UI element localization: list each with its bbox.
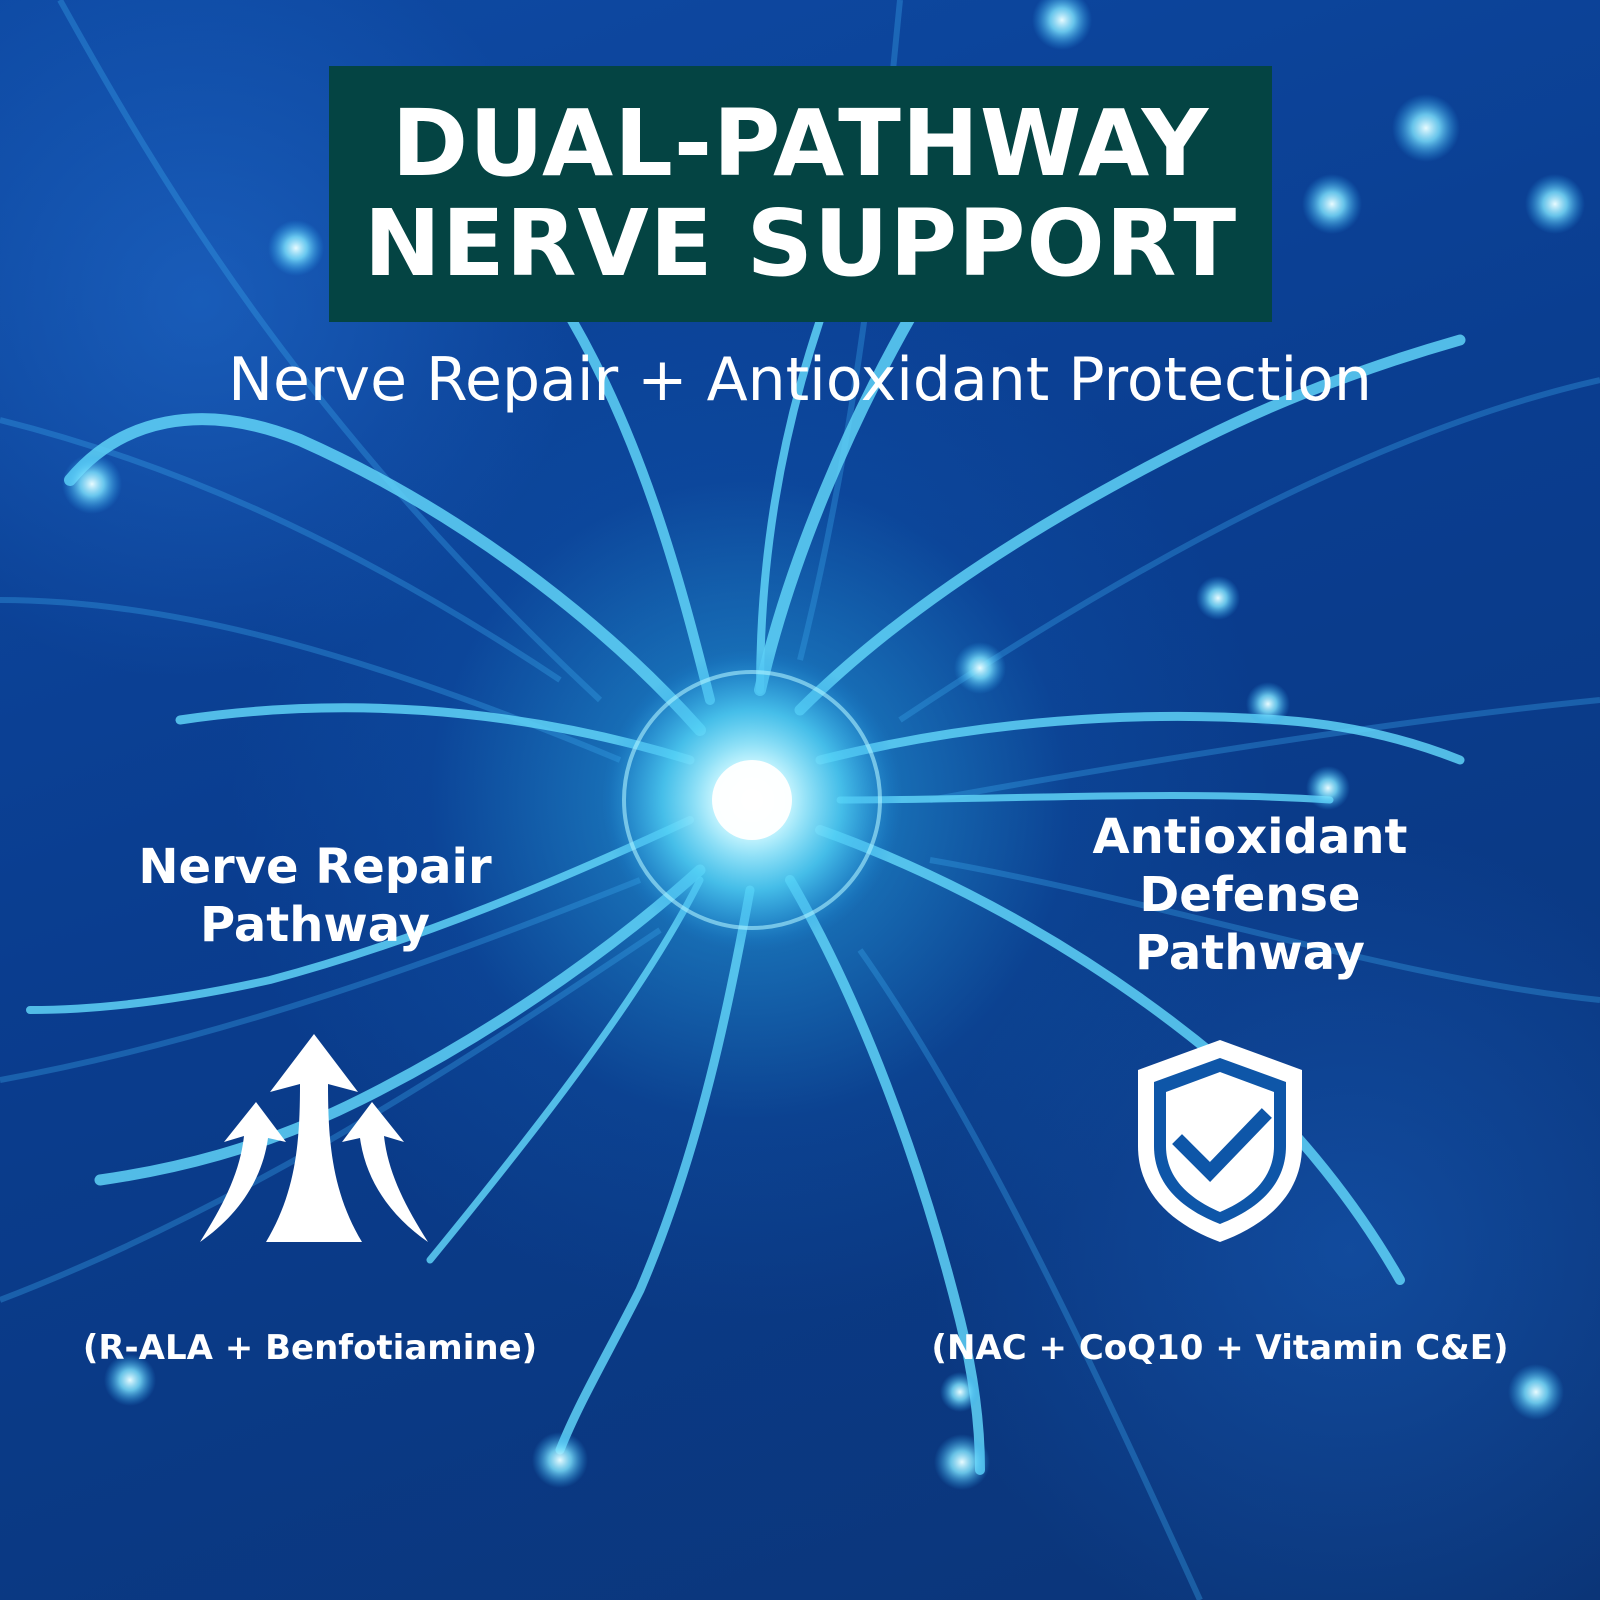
title-line-2: NERVE SUPPORT <box>363 190 1238 297</box>
antioxidant-ingredients: (NAC + CoQ10 + Vitamin C&E) <box>931 1328 1509 1368</box>
antioxidant-pathway-label: Antioxidant Defense Pathway <box>1045 808 1455 982</box>
left-label-line-2: Pathway <box>200 897 430 953</box>
subtitle: Nerve Repair + Antioxidant Protection <box>228 345 1372 415</box>
title-banner: DUAL-PATHWAY NERVE SUPPORT <box>329 66 1272 322</box>
right-label-line-1: Antioxidant <box>1092 809 1408 865</box>
nerve-repair-ingredients: (R-ALA + Benfotiamine) <box>82 1328 538 1368</box>
title-line-1: DUAL-PATHWAY <box>391 90 1210 197</box>
nerve-repair-pathway-label: Nerve Repair Pathway <box>110 838 520 954</box>
right-label-line-3: Pathway <box>1135 925 1365 981</box>
shield-check-icon <box>1138 1040 1302 1242</box>
left-label-line-1: Nerve Repair <box>138 839 492 895</box>
right-label-line-2: Defense <box>1139 867 1361 923</box>
upward-arrows-icon <box>200 1034 428 1242</box>
